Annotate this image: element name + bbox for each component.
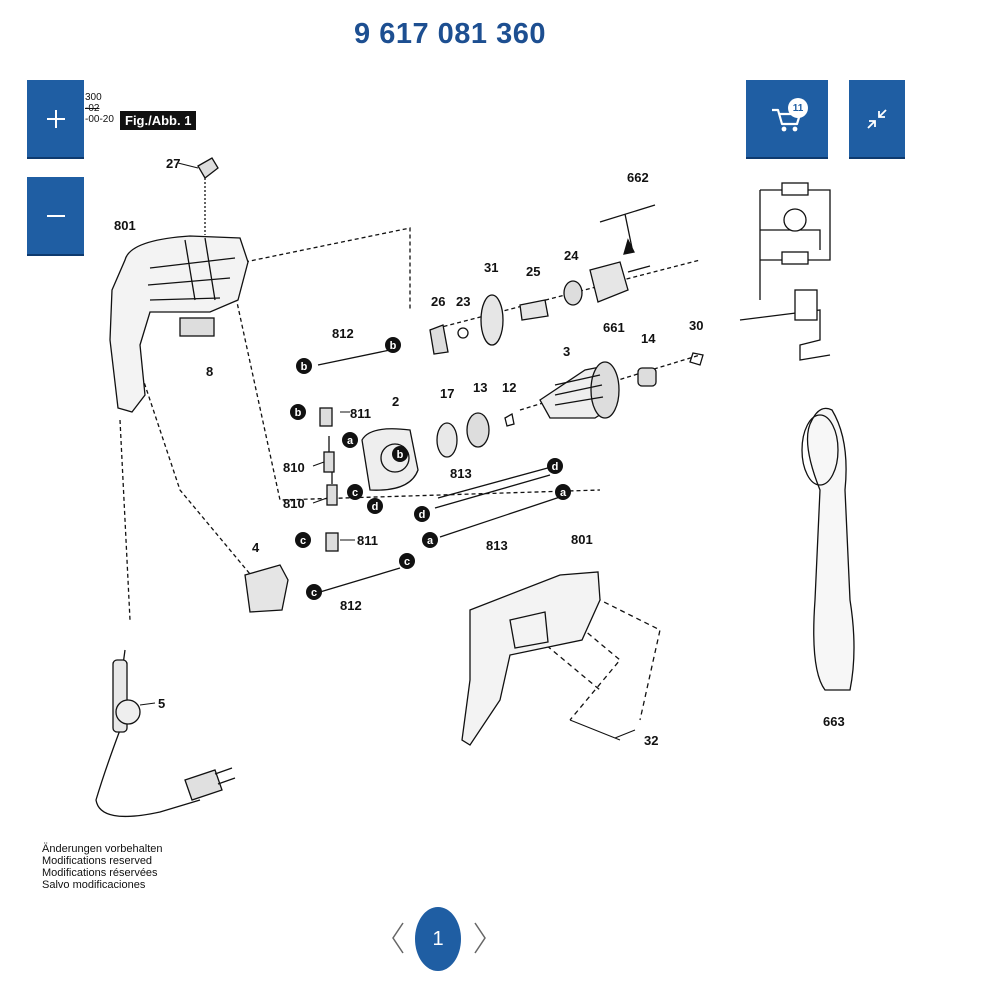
chevron-left-icon <box>392 922 404 954</box>
part-number: 30 <box>689 318 703 333</box>
marker-c: c <box>352 487 358 499</box>
marker-c: c <box>404 556 410 568</box>
part-number: 31 <box>484 260 498 275</box>
part-number: 25 <box>526 264 540 279</box>
revision-line: 300 <box>85 92 102 103</box>
part-number: 2 <box>392 394 399 409</box>
collapse-arrows-icon <box>867 108 887 129</box>
modification-notes: Änderungen vorbehalten Modifications res… <box>42 843 162 891</box>
marker-a: a <box>347 435 354 447</box>
minus-icon <box>46 214 65 217</box>
figure-label: Fig./Abb. 1 <box>120 111 197 130</box>
part-number: 813 <box>450 466 472 481</box>
revision-line: -02 <box>85 103 100 114</box>
part-number: 5 <box>158 696 165 711</box>
collapse-button[interactable] <box>849 80 905 157</box>
cart-button[interactable]: 11 <box>746 80 828 157</box>
part-number: 801 <box>571 532 593 547</box>
marker-d: d <box>419 509 426 521</box>
part-number: 23 <box>456 294 470 309</box>
marker-a: a <box>560 487 567 499</box>
part-number: 14 <box>641 331 656 346</box>
plus-icon <box>46 109 65 128</box>
chevron-right-icon <box>474 922 486 954</box>
part-number: 801 <box>114 218 136 233</box>
part-number: 3 <box>563 344 570 359</box>
part-number: 27 <box>166 156 180 171</box>
part-number: 810 <box>283 496 305 511</box>
marker-d: d <box>372 501 379 513</box>
note-line: Modifications réservées <box>42 867 158 879</box>
part-number: 17 <box>440 386 454 401</box>
part-number: 24 <box>564 248 579 263</box>
part-number: 8 <box>206 364 213 379</box>
part-number: 661 <box>603 320 625 335</box>
part-number: 811 <box>357 533 378 548</box>
part-number: 813 <box>486 538 508 553</box>
marker-b: b <box>390 340 397 352</box>
marker-b: b <box>397 449 404 461</box>
marker-c: c <box>311 587 317 599</box>
part-number: 663 <box>823 714 845 729</box>
marker-b: b <box>295 407 302 419</box>
marker-c: c <box>300 535 306 547</box>
part-number: 12 <box>502 380 516 395</box>
zoom-in-button[interactable] <box>27 80 84 157</box>
part-number: 32 <box>644 733 658 748</box>
part-number: 811 <box>350 406 371 421</box>
page-title: 9 617 081 360 <box>354 18 546 50</box>
revision-line: -00-20 <box>85 114 114 125</box>
part-number: 4 <box>252 540 260 555</box>
part-number: 812 <box>332 326 354 341</box>
part-number: 13 <box>473 380 487 395</box>
part-number: 662 <box>627 170 649 185</box>
pagination: 1 <box>380 905 500 971</box>
marker-a: a <box>427 535 434 547</box>
part-number: 26 <box>431 294 445 309</box>
marker-d: d <box>552 461 559 473</box>
part-number: 810 <box>283 460 305 475</box>
note-line: Salvo modificaciones <box>42 879 146 891</box>
zoom-out-button[interactable] <box>27 177 84 254</box>
next-page-button[interactable] <box>470 919 490 957</box>
cart-count-badge: 11 <box>788 98 808 118</box>
note-line: Modifications reserved <box>42 855 153 867</box>
revision-info: 300 -02 -00-20 <box>85 92 114 125</box>
note-line: Änderungen vorbehalten <box>42 843 163 855</box>
current-page[interactable]: 1 <box>415 907 461 971</box>
prev-page-button[interactable] <box>388 919 408 957</box>
part-number: 812 <box>340 598 362 613</box>
marker-b: b <box>301 361 308 373</box>
